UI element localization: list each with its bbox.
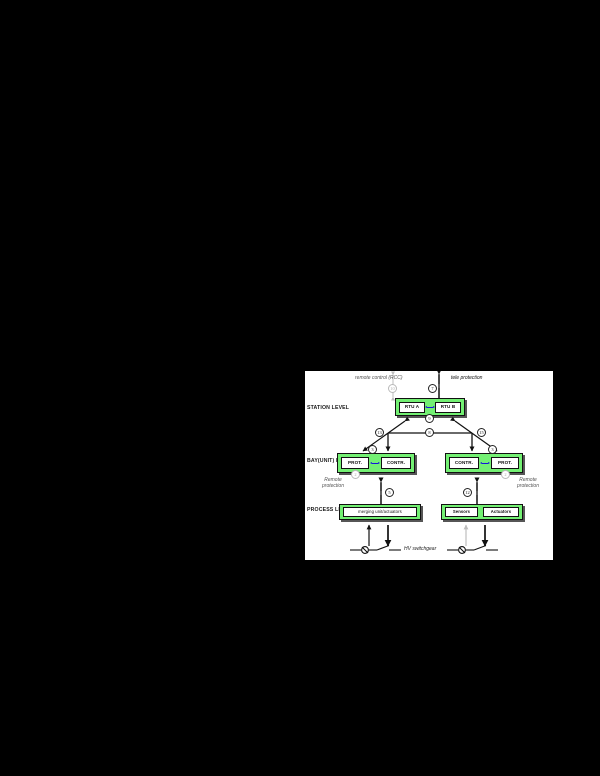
connection-number-10[interactable]: 10: [388, 384, 397, 393]
annotation-remote-protection-left: Remote protection: [309, 477, 357, 490]
level-label-process: PROCESS LEVEL: [307, 507, 353, 513]
annotation-tele-protection: tele protection: [451, 375, 483, 381]
connection-number-3-left[interactable]: 3: [368, 445, 377, 454]
annotation-remote-protection-left-line1: Remote: [324, 477, 342, 483]
device-merging-unit[interactable]: merging unit/actuators: [343, 507, 417, 517]
annotation-remote-protection-right-line1: Remote: [519, 477, 537, 483]
bay-right-internal-link-icon: [480, 461, 490, 465]
device-actuators[interactable]: Actuators: [483, 507, 519, 517]
connection-number-3-right[interactable]: 3: [488, 445, 497, 454]
process-level-group-left[interactable]: merging unit/actuators: [339, 504, 421, 520]
process-level-group-right[interactable]: Sensors Actuators: [441, 504, 523, 520]
device-bay-left-protection[interactable]: PROT.: [341, 457, 369, 469]
device-sensors[interactable]: Sensors: [445, 507, 478, 517]
bay-left-internal-link-icon: [370, 461, 380, 465]
connection-number-12[interactable]: 12: [463, 488, 472, 497]
connection-number-7[interactable]: 7: [428, 384, 437, 393]
device-bay-right-control[interactable]: CONTR.: [449, 457, 479, 469]
connection-number-9[interactable]: 9: [425, 414, 434, 423]
connection-number-15[interactable]: 15: [477, 428, 486, 437]
connection-number-2-left[interactable]: 2: [351, 470, 360, 479]
annotation-remote-protection-right-line2: protection: [517, 483, 539, 490]
annotation-remote-control: remote control (RCC): [355, 375, 403, 381]
device-bay-right-protection[interactable]: PROT.: [491, 457, 519, 469]
annotation-hv-switchgear: HV switchgear: [404, 546, 437, 552]
connection-number-13[interactable]: 13: [375, 428, 384, 437]
bay-level-group-left[interactable]: PROT. CONTR.: [337, 453, 415, 473]
annotation-remote-protection-left-line2: protection: [322, 483, 344, 490]
connection-number-5[interactable]: 5: [385, 488, 394, 497]
bay-level-group-right[interactable]: CONTR. PROT.: [445, 453, 523, 473]
device-rtu-b[interactable]: RTU B: [435, 401, 461, 413]
device-rtu-a[interactable]: RTU A: [399, 401, 425, 413]
level-label-station: STATION LEVEL: [307, 405, 350, 411]
device-bay-left-control[interactable]: CONTR.: [381, 457, 411, 469]
station-level-group[interactable]: RTU A RTU B: [395, 398, 465, 416]
connection-number-2-right[interactable]: 2: [501, 470, 510, 479]
annotation-remote-protection-right: Remote protection: [505, 477, 551, 490]
level-label-bay: BAY(UNIT) LEVEL: [307, 458, 354, 464]
substation-architecture-figure: remote control (RCC) tele protection STA…: [305, 371, 553, 560]
station-internal-link-icon: [425, 405, 435, 409]
connection-number-8[interactable]: 8: [425, 428, 434, 437]
